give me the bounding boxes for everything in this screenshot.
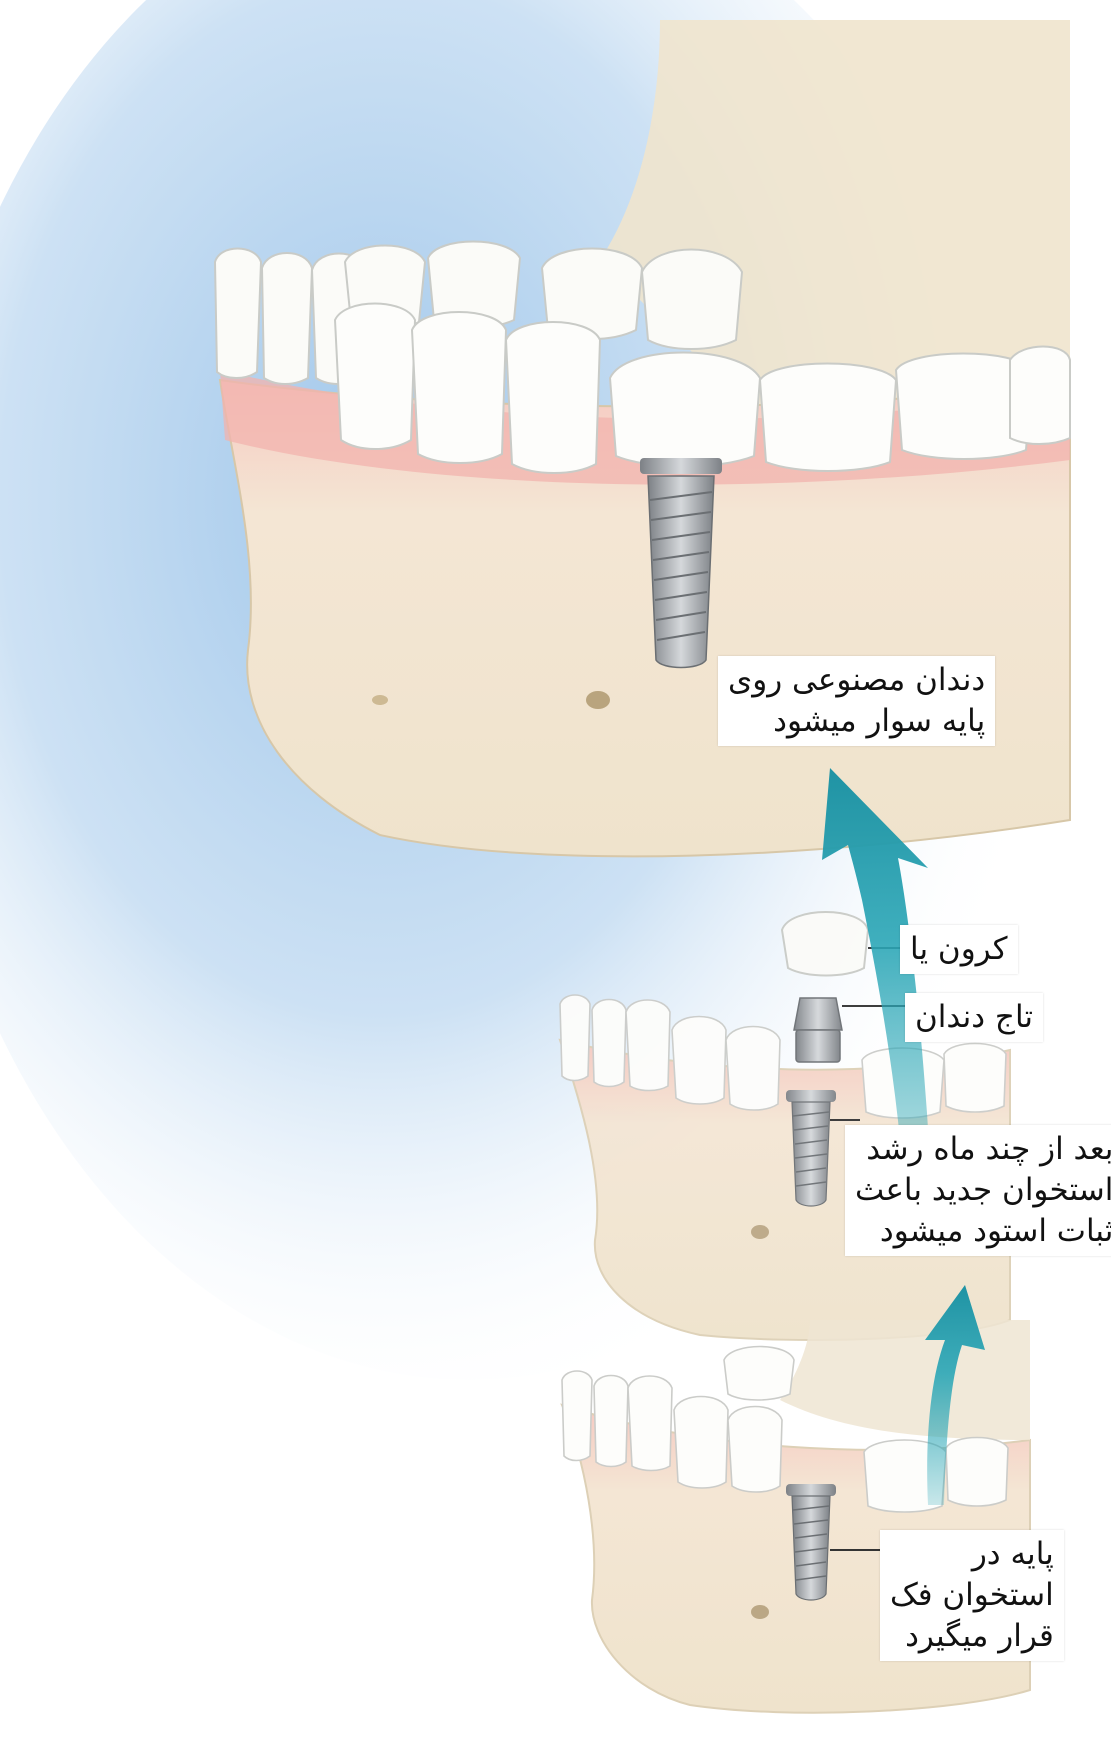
- jaw-ramus-small: [780, 1320, 1030, 1440]
- label-implant-placed-line3: قرار میگیرد: [890, 1616, 1054, 1657]
- label-implant-placed-line2: استخوان فک: [890, 1575, 1054, 1616]
- label-tooth-cap: تاج دندان: [905, 993, 1043, 1042]
- label-crown-mounted-line1: دندان مصنوعی روی: [728, 660, 985, 701]
- label-bone-growth: بعد از چند ماه رشد استخوان جدید باعث ثبا…: [845, 1125, 1111, 1256]
- mental-foramen-middle: [751, 1225, 769, 1239]
- label-crown-line1: کرون یا: [910, 929, 1008, 970]
- implant-screw: [648, 476, 714, 668]
- floating-abutment: [794, 998, 842, 1062]
- label-crown-mounted: دندان مصنوعی روی پایه سوار میشود: [718, 656, 995, 746]
- label-implant-placed-line1: پایه در: [890, 1534, 1054, 1575]
- label-bone-growth-line2: استخوان جدید باعث: [855, 1170, 1111, 1211]
- label-crown: کرون یا: [900, 925, 1018, 974]
- floating-crown: [782, 912, 868, 976]
- mental-foramen-small: [751, 1605, 769, 1619]
- label-bone-growth-line3: ثبات استود میشود: [855, 1211, 1111, 1252]
- implant-crown: [610, 353, 760, 467]
- label-implant-placed: پایه در استخوان فک قرار میگیرد: [880, 1530, 1064, 1661]
- label-bone-growth-line1: بعد از چند ماه رشد: [855, 1129, 1111, 1170]
- mental-foramen: [586, 691, 610, 709]
- bone-pit: [372, 695, 388, 705]
- label-tooth-cap-line1: تاج دندان: [915, 997, 1033, 1038]
- label-crown-mounted-line2: پایه سوار میشود: [728, 701, 985, 742]
- implant-collar: [640, 458, 722, 474]
